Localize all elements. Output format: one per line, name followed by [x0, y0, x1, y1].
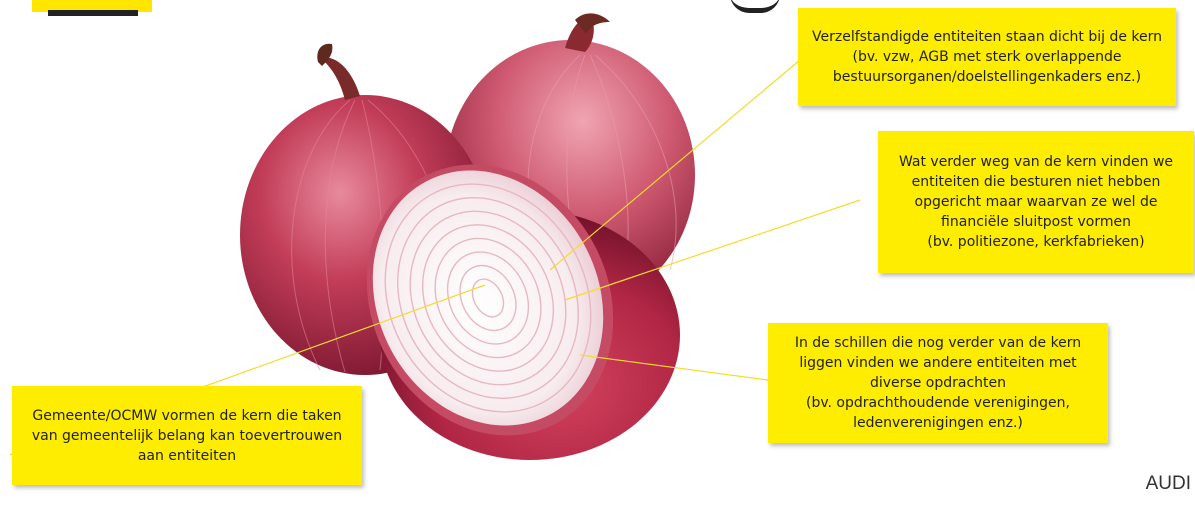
footer-logo-text: AUDI [1146, 473, 1191, 495]
callout-middle-text: Wat verder weg van de kern vinden we ent… [890, 152, 1182, 252]
callout-lower: In de schillen die nog verder van de ker… [768, 323, 1108, 443]
callout-bottom-text: Gemeente/OCMW vormen de kern die taken v… [24, 406, 350, 466]
callout-middle: Wat verder weg van de kern vinden we ent… [878, 131, 1194, 273]
callout-top-text: Verzelfstandigde entiteiten staan dicht … [810, 27, 1164, 87]
callout-top: Verzelfstandigde entiteiten staan dicht … [798, 8, 1176, 106]
callout-lower-text: In de schillen die nog verder van de ker… [780, 333, 1096, 433]
callout-bottom: Gemeente/OCMW vormen de kern die taken v… [12, 386, 362, 485]
